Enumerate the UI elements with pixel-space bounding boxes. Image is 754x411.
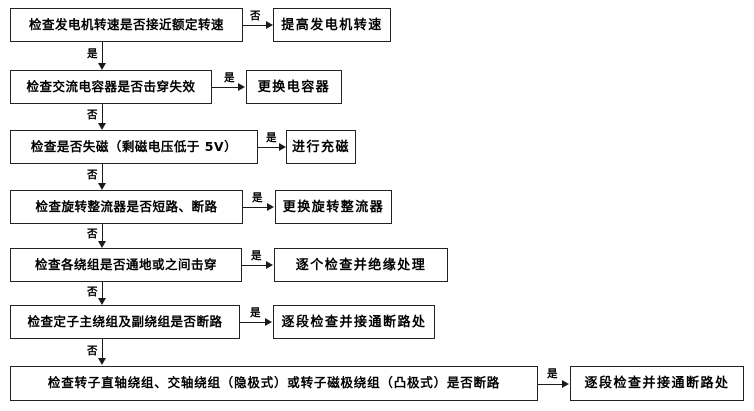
node-label: 检查定子主绕组及副绕组是否断路 bbox=[27, 313, 223, 329]
decision-node-check-rotor-windings[interactable]: 检查转子直轴绕组、交轴绕组（隐极式）或转子磁极绕组（凸极式）是否断路 bbox=[10, 366, 538, 401]
edge-label-yes-4: 是 bbox=[252, 192, 263, 204]
node-label: 检查各绕组是否通地或之间击穿 bbox=[34, 256, 217, 272]
edge-label-no-3: 否 bbox=[87, 169, 98, 181]
node-label: 检查是否失磁（剩磁电压低于 5V） bbox=[30, 138, 238, 154]
connector-line-d4-a4 bbox=[243, 207, 267, 208]
node-label: 进行充磁 bbox=[291, 139, 350, 155]
node-label: 提高发电机转速 bbox=[281, 17, 383, 33]
arrowhead-d5-d6 bbox=[98, 298, 106, 305]
node-label: 检查旋转整流器是否短路、断路 bbox=[35, 198, 218, 214]
edge-label-no-1: 否 bbox=[250, 10, 261, 22]
edge-label-yes-7: 是 bbox=[547, 368, 558, 380]
action-node-increase-generator-speed[interactable]: 提高发电机转速 bbox=[273, 8, 391, 42]
decision-node-check-winding-ground[interactable]: 检查各绕组是否通地或之间击穿 bbox=[10, 248, 242, 282]
connector-line-d6-a6 bbox=[240, 322, 265, 323]
connector-line-d3-d4 bbox=[102, 164, 103, 184]
action-node-perform-magnetization[interactable]: 进行充磁 bbox=[286, 130, 356, 164]
connector-line-d2-a2 bbox=[212, 87, 238, 88]
arrowhead-d4-a4 bbox=[267, 203, 274, 211]
arrowhead-d3-d4 bbox=[98, 183, 106, 190]
edge-label-no-5: 否 bbox=[87, 286, 98, 298]
action-node-reconnect-open-circuit-stator[interactable]: 逐段检查并接通断路处 bbox=[273, 305, 435, 339]
decision-node-check-generator-speed[interactable]: 检查发电机转速是否接近额定转速 bbox=[10, 8, 243, 42]
node-label: 检查转子直轴绕组、交轴绕组（隐极式）或转子磁极绕组（凸极式）是否断路 bbox=[47, 375, 501, 391]
decision-node-check-rotating-rectifier[interactable]: 检查旋转整流器是否短路、断路 bbox=[10, 190, 243, 224]
arrowhead-d3-a3 bbox=[279, 143, 286, 151]
connector-line-d7-a7 bbox=[538, 384, 562, 385]
arrowhead-d7-a7 bbox=[562, 380, 569, 388]
node-label: 逐段检查并接通断路处 bbox=[584, 376, 730, 391]
edge-label-yes-5: 是 bbox=[251, 250, 262, 262]
connector-line-d6-d7 bbox=[102, 339, 103, 359]
edge-label-no-6: 否 bbox=[87, 345, 98, 357]
arrowhead-d6-d7 bbox=[98, 358, 106, 365]
connector-line-d1-a1 bbox=[243, 25, 266, 26]
edge-label-no-4: 否 bbox=[87, 228, 98, 240]
node-label: 更换旋转整流器 bbox=[282, 199, 385, 215]
action-node-replace-rotating-rectifier[interactable]: 更换旋转整流器 bbox=[275, 190, 392, 224]
node-label: 检查发电机转速是否接近额定转速 bbox=[28, 16, 224, 32]
decision-node-check-ac-capacitor[interactable]: 检查交流电容器是否击穿失效 bbox=[10, 70, 212, 104]
connector-line-d3-a3 bbox=[258, 147, 279, 148]
arrowhead-d4-d5 bbox=[98, 241, 106, 248]
connector-line-d2-d3 bbox=[102, 104, 103, 124]
edge-label-yes-1: 是 bbox=[87, 48, 98, 60]
connector-line-d5-d6 bbox=[102, 282, 103, 299]
node-label: 更换电容器 bbox=[257, 79, 331, 95]
connector-line-d1-d2 bbox=[102, 42, 103, 64]
action-node-reconnect-open-circuit-rotor[interactable]: 逐段检查并接通断路处 bbox=[570, 366, 744, 401]
edge-label-yes-2: 是 bbox=[224, 72, 235, 84]
edge-label-no-2: 否 bbox=[87, 109, 98, 121]
connector-line-d5-a5 bbox=[242, 265, 266, 266]
node-label: 逐段检查并接通断路处 bbox=[281, 314, 427, 330]
arrowhead-d6-a6 bbox=[265, 318, 272, 326]
decision-node-check-demagnetization[interactable]: 检查是否失磁（剩磁电压低于 5V） bbox=[10, 130, 258, 164]
action-node-inspect-and-insulate[interactable]: 逐个检查并绝缘处理 bbox=[274, 248, 448, 282]
edge-label-yes-3: 是 bbox=[266, 132, 277, 144]
arrowhead-d1-d2 bbox=[98, 63, 106, 70]
edge-label-yes-6: 是 bbox=[250, 307, 261, 319]
arrowhead-d2-d3 bbox=[98, 123, 106, 130]
decision-node-check-stator-windings[interactable]: 检查定子主绕组及副绕组是否断路 bbox=[10, 305, 240, 339]
arrowhead-d5-a5 bbox=[266, 261, 273, 269]
action-node-replace-capacitor[interactable]: 更换电容器 bbox=[246, 70, 342, 104]
arrowhead-d2-a2 bbox=[238, 83, 245, 91]
node-label: 逐个检查并绝缘处理 bbox=[295, 257, 427, 273]
arrowhead-d1-a1 bbox=[266, 21, 273, 29]
connector-line-d4-d5 bbox=[102, 224, 103, 242]
node-label: 检查交流电容器是否击穿失效 bbox=[26, 78, 196, 94]
